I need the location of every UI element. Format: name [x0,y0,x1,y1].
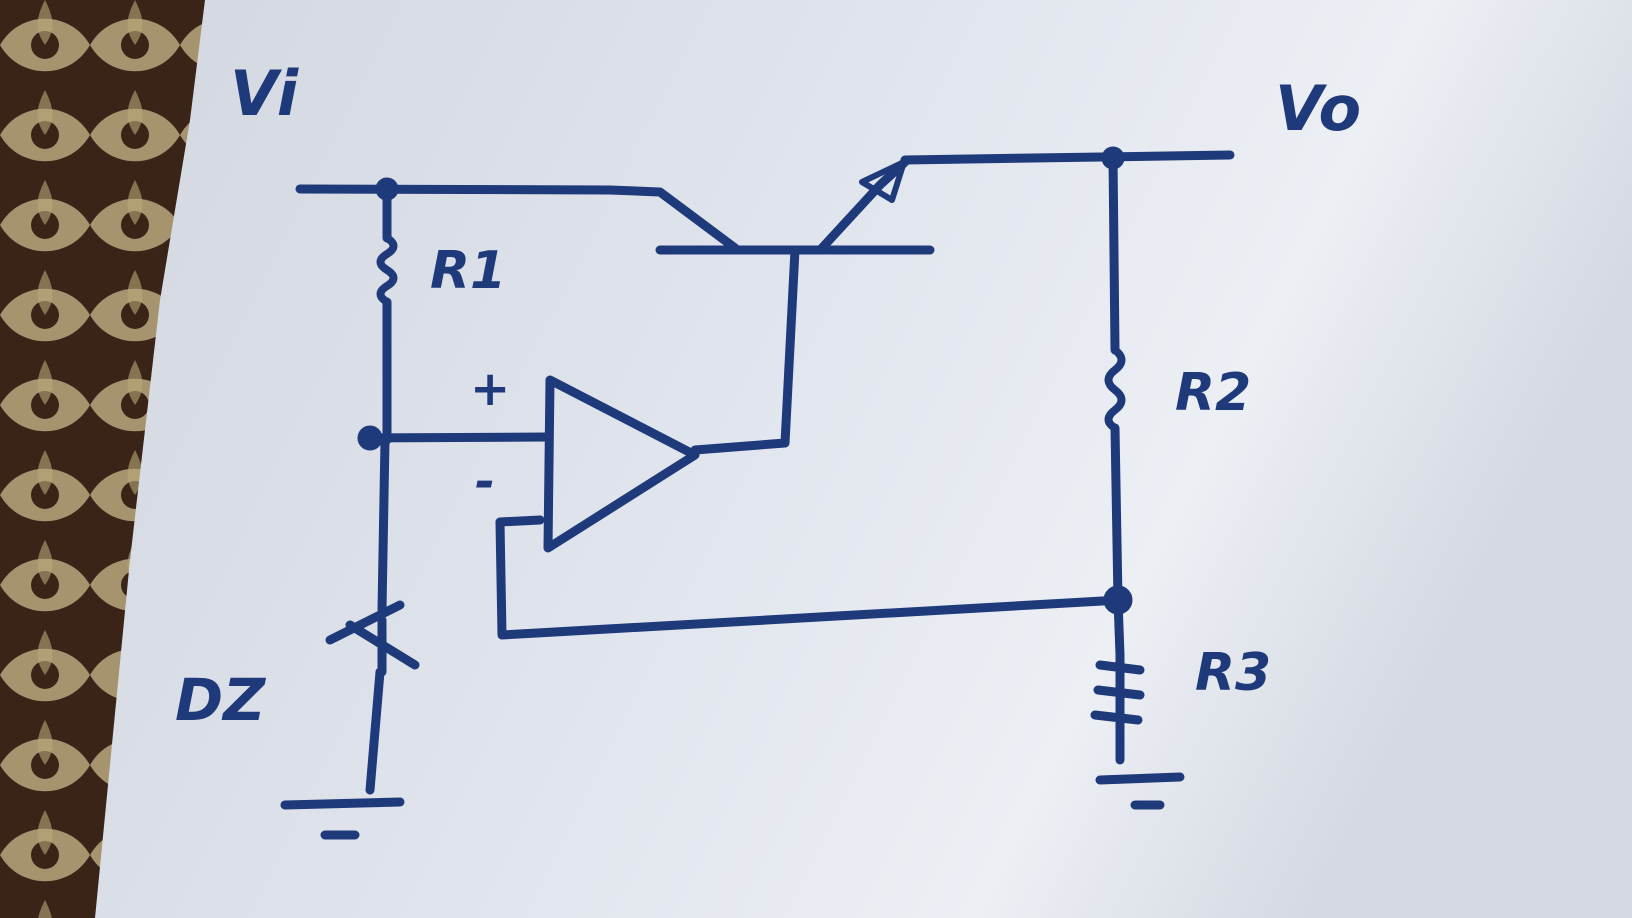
zener-wire-bottom [365,667,385,795]
input-rail [295,184,740,253]
emitter-arrow-icon [859,159,907,203]
r3-resistor [1090,595,1145,765]
plus-input-wire [360,432,550,443]
r1-resistor [376,234,398,306]
schematic-labels: Vi Vo R1 R2 R3 DZ + - [175,57,1361,734]
ground-left [280,797,405,840]
zener-diode-icon [325,600,420,677]
junction-node-plus [357,425,383,451]
minus-label: - [475,454,495,510]
r2-r3-wire [1110,423,1123,605]
zener-wire-top [377,435,390,615]
vin-label: Vi [230,57,299,130]
junction-node-r1-top [375,177,399,201]
r1-label: R1 [430,241,506,301]
transistor-emitter [817,157,910,253]
opamp-symbol [543,375,700,553]
output-rail [900,150,1235,165]
r3-label: R3 [1195,643,1271,703]
schematic-wires [280,146,1235,840]
opamp-output-wire [690,245,800,455]
r2-label: R2 [1175,363,1251,423]
r2-resistor [1104,346,1126,432]
junction-node-output [1101,146,1125,170]
vout-label: Vo [1275,72,1361,145]
paper-sheet [95,0,1632,918]
r2-wire-top [1108,152,1120,355]
plus-label: + [470,361,510,417]
junction-node-feedback [1103,585,1133,615]
dz-label: DZ [175,666,266,734]
ground-right [1095,772,1185,810]
minus-input-wire [495,515,1125,640]
